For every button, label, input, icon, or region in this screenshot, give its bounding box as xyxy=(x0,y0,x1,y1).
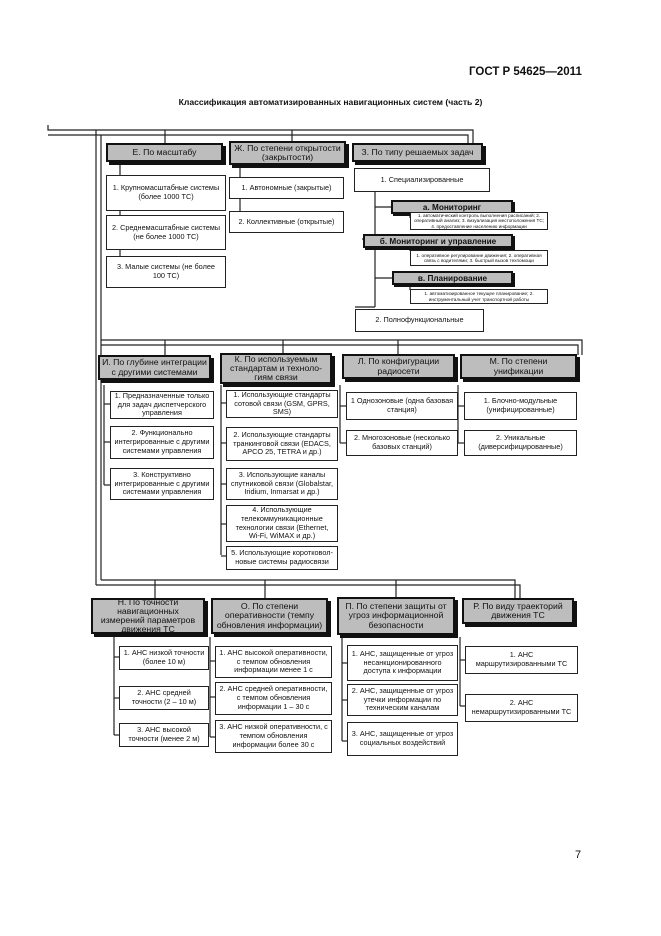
group-e-header: Е. По масштабу xyxy=(106,143,223,162)
item-text: 3. Малые системы (не более 100 ТС) xyxy=(117,262,215,280)
group-i-header: И. По глубине интеграции с другими систе… xyxy=(98,355,211,380)
group-o-item-3: 3. АНС низкой оперативности, с темпом об… xyxy=(215,720,332,753)
group-p-item-1: 1. АНС, защищенные от угроз несанкционир… xyxy=(347,645,458,681)
item-text: 2. Среднемасштабные системы (не более 10… xyxy=(111,222,221,241)
group-i-title: И. По глубине интеграции с другими систе… xyxy=(102,357,207,377)
group-r-item-1: 1. АНС маршрутизированными ТС xyxy=(465,646,578,674)
subgroup-desc: 1. оперативное регулирование движения; 2… xyxy=(416,252,542,263)
group-z-sub-b-desc: 1. оперативное регулирование движения; 2… xyxy=(410,250,548,266)
item-text: 2. АНС немаршрутизированными ТС xyxy=(471,698,572,716)
item-text: 1. Крупномасштабные системы (более 1000 … xyxy=(112,183,220,201)
item-text: 1. Специализированные xyxy=(380,174,464,184)
group-p-title: П. По степени защиты от угроз информацио… xyxy=(345,601,447,630)
group-zh-title: Ж. По степени открытости (закрытости) xyxy=(234,142,341,162)
group-k-item-2: 2. Использующие стандарты транкинговой с… xyxy=(226,427,338,461)
item-text: 2. Коллективные (открытые) xyxy=(238,216,335,226)
item-text: 3. Использующие каналы спутниковой связи… xyxy=(230,469,334,497)
group-m-item-2: 2. Уникальные (диверсифицированные) xyxy=(464,430,577,456)
group-z-sub-a-desc: 1. автоматический контроль выполнения ра… xyxy=(410,212,548,230)
group-n-title: Н. По точности навигационных измерений п… xyxy=(100,596,196,635)
group-n-item-2: 2. АНС средней точности (2 – 10 м) xyxy=(119,686,209,710)
group-l-item-2: 2. Многозоновые (несколько базовых станц… xyxy=(346,430,458,456)
subgroup-title: а. Мониторинг xyxy=(422,202,482,212)
group-i-item-3: 3. Конструктивно интегрированные с други… xyxy=(110,468,214,500)
item-text: 5. Использующие коротковол-новые системы… xyxy=(231,548,333,566)
group-i-item-2: 2. Функционально интегрированные с други… xyxy=(110,426,214,459)
group-m-title: М. По степени унификации xyxy=(489,356,548,376)
group-o-item-2: 2. АНС средней оперативности, с темпом о… xyxy=(215,682,332,715)
group-l-title: Л. По конфигурации радиосети xyxy=(357,356,440,376)
item-text: 2. АНС, защищенные от угроз утечки инфор… xyxy=(351,685,454,713)
group-o-header: О. По степени оперативности (темпу обнов… xyxy=(211,598,328,634)
item-text: 3. АНС низкой оперативности, с темпом об… xyxy=(219,722,328,749)
item-text: 1. Предназначенные только для задач дисп… xyxy=(114,390,210,418)
group-n-header: Н. По точности навигационных измерений п… xyxy=(91,596,205,635)
group-zh-item-2: 2. Коллективные (открытые) xyxy=(229,211,344,233)
item-text: 1. АНС высокой оперативности, с темпом о… xyxy=(219,647,328,675)
item-text: 2. АНС средней точности (2 – 10 м) xyxy=(131,688,197,706)
group-e-title: Е. По масштабу xyxy=(132,146,197,157)
group-m-item-1: 1. Блочно-модульные (унифицированные) xyxy=(464,392,577,420)
item-text: 2. Многозоновые (несколько базовых станц… xyxy=(353,433,451,451)
group-e-item-3: 3. Малые системы (не более 100 ТС) xyxy=(106,256,226,288)
diagram-title: Классификация автоматизированных навигац… xyxy=(178,97,483,107)
group-l-item-1: 1 Однозоновые (одна базовая станция) xyxy=(346,392,458,420)
group-k-header: К. По используемым стандартам и техноло-… xyxy=(220,353,332,384)
subgroup-desc: 1. автоматический контроль выполнения ра… xyxy=(413,212,545,229)
page-number: 7 xyxy=(575,849,582,861)
item-text: 2. Полнофункциональные xyxy=(375,315,464,325)
item-text: 1. АНС, защищенные от угроз несанкционир… xyxy=(351,648,454,676)
group-i-item-1: 1. Предназначенные только для задач дисп… xyxy=(110,391,214,419)
item-text: 3. АНС высокой точности (менее 2 м) xyxy=(128,725,200,743)
subgroup-title: б. Мониторинг и управление xyxy=(379,236,497,246)
group-r-title: Р. По виду траекторий движения ТС xyxy=(473,600,563,620)
item-text: 2. Использующие стандарты транкинговой с… xyxy=(233,429,331,457)
group-z-specialized: 1. Специализированные xyxy=(354,168,490,192)
group-z-header: З. По типу решаемых задач xyxy=(352,143,483,162)
group-k-item-5: 5. Использующие коротковол-новые системы… xyxy=(226,546,338,570)
group-k-item-1: 1. Использующие стандарты сотовой связи … xyxy=(226,390,338,418)
item-text: 2. Функционально интегрированные с други… xyxy=(114,428,210,455)
group-m-header: М. По степени унификации xyxy=(460,354,577,379)
group-l-header: Л. По конфигурации радиосети xyxy=(342,354,455,379)
item-text: 1. Автономные (закрытые) xyxy=(241,182,332,192)
group-z-title: З. По типу решаемых задач xyxy=(361,146,474,157)
group-p-item-2: 2. АНС, защищенные от угроз утечки инфор… xyxy=(347,684,458,716)
item-text: 3. АНС, защищенные от угроз социальных в… xyxy=(351,729,454,747)
item-text: 4. Использующие телекоммуникационные тех… xyxy=(235,505,329,541)
standard-number: ГОСТ Р 54625—2011 xyxy=(469,66,582,78)
group-e-item-2: 2. Среднемасштабные системы (не более 10… xyxy=(106,215,226,250)
group-z-multifunctional: 2. Полнофункциональные xyxy=(355,309,484,332)
group-z-sub-v: в. Планирование xyxy=(392,271,513,285)
item-text: 2. АНС средней оперативности, с темпом о… xyxy=(219,684,328,711)
item-text: 1. АНС маршрутизированными ТС xyxy=(475,650,568,668)
group-p-header: П. По степени защиты от угроз информацио… xyxy=(337,597,455,635)
item-text: 1. Использующие стандарты сотовой связи … xyxy=(233,389,331,417)
group-z-sub-v-desc: 1. автоматизированное текущее планирован… xyxy=(410,289,548,304)
group-o-item-1: 1. АНС высокой оперативности, с темпом о… xyxy=(215,646,332,678)
item-text: 1. АНС низкой точности (более 10 м) xyxy=(123,648,205,666)
subgroup-desc: 1. автоматизированное текущее планирован… xyxy=(424,291,534,302)
group-r-item-2: 2. АНС немаршрутизированными ТС xyxy=(465,694,578,722)
group-o-title: О. По степени оперативности (темпу обнов… xyxy=(216,601,323,630)
group-e-item-1: 1. Крупномасштабные системы (более 1000 … xyxy=(106,175,226,211)
item-text: 1 Однозоновые (одна базовая станция) xyxy=(350,396,454,414)
subgroup-title: в. Планирование xyxy=(417,273,488,283)
group-zh-item-1: 1. Автономные (закрытые) xyxy=(229,177,344,199)
group-k-item-3: 3. Использующие каналы спутниковой связи… xyxy=(226,468,338,500)
item-text: 2. Уникальные (диверсифицированные) xyxy=(478,433,563,451)
group-k-item-4: 4. Использующие телекоммуникационные тех… xyxy=(226,505,338,542)
group-k-title: К. По используемым стандартам и техноло-… xyxy=(230,353,322,383)
group-zh-header: Ж. По степени открытости (закрытости) xyxy=(229,141,346,165)
group-z-sub-b: б. Мониторинг и управление xyxy=(363,234,513,248)
item-text: 3. Конструктивно интегрированные с други… xyxy=(114,469,210,497)
group-r-header: Р. По виду траекторий движения ТС xyxy=(462,598,574,624)
item-text: 1. Блочно-модульные (унифицированные) xyxy=(483,396,558,414)
group-p-item-3: 3. АНС, защищенные от угроз социальных в… xyxy=(347,722,458,756)
group-n-item-3: 3. АНС высокой точности (менее 2 м) xyxy=(119,723,209,747)
group-n-item-1: 1. АНС низкой точности (более 10 м) xyxy=(119,646,209,670)
